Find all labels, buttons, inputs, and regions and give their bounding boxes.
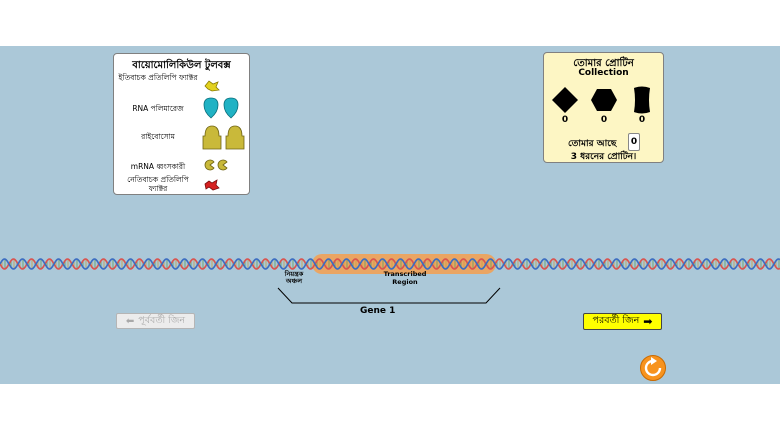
previous-gene-label: পূর্ববর্তী জিন — [138, 314, 186, 326]
dna-strands — [0, 258, 780, 270]
rna-polymerase-icon[interactable] — [201, 97, 241, 119]
arrow-left-icon: ⬅ — [125, 315, 135, 327]
previous-gene-button[interactable]: ⬅ পূর্ববর্তী জিন — [116, 313, 195, 329]
dna-strand-red — [0, 258, 780, 270]
negative-factor-icon[interactable] — [204, 179, 220, 191]
gene-name-label: Gene 1 — [360, 306, 396, 316]
next-gene-label: পরবর্তী জিন — [592, 315, 640, 326]
transcribed-region-label-1: Transcribed — [383, 270, 427, 278]
have-count-box: 0 — [628, 133, 640, 151]
hexagon-protein-count: 0 — [600, 115, 608, 125]
toolbox-label-ribosome: রাইবোসোম — [141, 132, 175, 141]
barrel-protein-count: 0 — [638, 115, 646, 125]
toolbox-label-positive-factor: ইতিবাচক প্রতিলিপি ফ্যাক্টর — [118, 73, 198, 82]
mrna-destroyer-icon[interactable] — [204, 159, 230, 171]
toolbox-title: বায়োমোলিকিউল টুলবক্স — [132, 60, 231, 71]
arrow-right-icon: ➡ — [643, 315, 653, 328]
protein-goal-text: 3 ধরনের প্রোটিন। — [570, 152, 637, 162]
next-gene-button[interactable]: পরবর্তী জিন ➡ — [583, 313, 662, 330]
gene-bracket — [277, 287, 501, 304]
regulatory-region-label: নিয়ন্ত্রক অঞ্চল — [284, 270, 304, 285]
reset-button[interactable] — [640, 355, 666, 381]
protein-collection-panel: তোমার প্রোটিন Collection 0 0 0 তোমার আছে… — [543, 52, 664, 163]
hexagon-protein-icon — [591, 89, 617, 111]
toolbox-label-rna-polymerase: RNA পলিমারেজ — [132, 104, 184, 113]
diamond-protein-icon — [552, 87, 578, 113]
diamond-protein-count: 0 — [561, 115, 569, 125]
dna-molecule — [0, 254, 780, 274]
toolbox-label-mrna-destroyer: mRNA ধ্বংসকারী — [130, 162, 186, 171]
simulation-area: বায়োমোলিকিউল টুলবক্স ইতিবাচক প্রতিলিপি … — [0, 46, 780, 384]
collection-subtitle: Collection — [578, 68, 629, 78]
collection-title: তোমার প্রোটিন — [573, 58, 634, 69]
barrel-protein-icon — [634, 86, 650, 114]
transcribed-region-label-2: Region — [392, 278, 418, 286]
positive-factor-icon[interactable] — [204, 80, 220, 92]
biomolecule-toolbox: বায়োমোলিকিউল টুলবক্স ইতিবাচক প্রতিলিপি … — [113, 53, 250, 195]
dna-strand-blue — [0, 258, 780, 270]
ribosome-icon[interactable] — [202, 124, 246, 150]
toolbox-label-negative-factor: নেতিবাচক প্রতিলিপি ফ্যাক্টর — [127, 175, 189, 193]
reset-icon — [644, 357, 662, 377]
have-label: তোমার আছে — [568, 139, 617, 149]
